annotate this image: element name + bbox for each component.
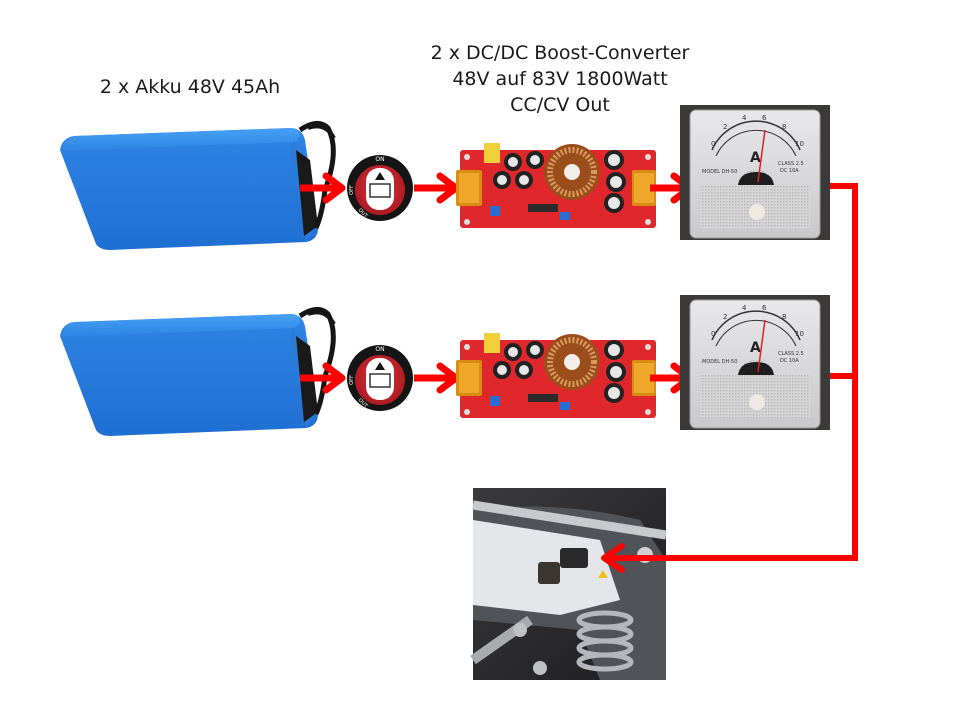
needle [757, 319, 766, 373]
scale-0: 0 [711, 330, 715, 338]
converter-label-line2: 48V auf 83V 1800Watt [452, 68, 668, 90]
arrow-battery-to-switch-1 [300, 172, 346, 204]
ammeter-2: 0 2 4 6 8 10 A MODEL DH-50 CLASS 2.5 DC … [680, 295, 830, 430]
class-label: CLASS 2.5 [778, 351, 804, 357]
motorcycle-charging-port-photo [470, 488, 667, 680]
switch-off-label: OFF [349, 185, 355, 195]
up-arrow-icon [375, 172, 385, 180]
battery-1 [60, 121, 336, 250]
unit-label: A [750, 340, 761, 356]
class-label: CLASS 2.5 [778, 161, 804, 167]
range-label: DC 10A [780, 358, 799, 364]
scale-6: 6 [762, 114, 767, 122]
switch-on-label: ON [375, 346, 384, 353]
battery-switch-1[interactable]: ON OFF OUT [347, 155, 413, 221]
scale-0: 0 [711, 140, 715, 148]
scale-4: 4 [742, 304, 747, 312]
scale-8: 8 [782, 313, 786, 321]
switch-off-label: OFF [349, 375, 355, 385]
arrow-switch-to-converter-2 [414, 362, 460, 394]
scale-2: 2 [723, 313, 727, 321]
scale-6: 6 [762, 304, 767, 312]
battery-2 [60, 307, 336, 436]
unit-label: A [750, 150, 761, 166]
needle [757, 129, 766, 183]
ammeter-1: 0 2 4 6 8 10 A MODEL DH-50 CLASS 2.5 DC … [680, 105, 830, 240]
battery-label: 2 x Akku 48V 45Ah [99, 76, 281, 98]
up-arrow-icon [375, 362, 385, 370]
converter-label-line3: CC/CV Out [510, 94, 610, 116]
output-wiring [601, 183, 858, 573]
boost-converter-2 [456, 333, 656, 418]
arrow-battery-to-switch-2 [300, 362, 346, 394]
scale-2: 2 [723, 123, 727, 131]
battery-switch-2[interactable]: ON OFF OUT [347, 345, 413, 411]
switch-on-label: ON [375, 156, 384, 163]
scale-10: 10 [795, 140, 804, 148]
converter-label: 2 x DC/DC Boost-Converter 48V auf 83V 18… [410, 40, 710, 118]
shock-spring [576, 610, 634, 672]
scale-8: 8 [782, 123, 786, 131]
scale-4: 4 [742, 114, 747, 122]
model-label: MODEL DH-50 [702, 359, 737, 365]
battery-icon [369, 373, 391, 388]
battery-icon [369, 183, 391, 198]
range-label: DC 10A [780, 168, 799, 174]
scale-10: 10 [795, 330, 804, 338]
boost-converter-1 [456, 143, 656, 228]
arrow-switch-to-converter-1 [414, 172, 460, 204]
model-label: MODEL DH-50 [702, 169, 737, 175]
converter-label-line1: 2 x DC/DC Boost-Converter [430, 42, 690, 64]
